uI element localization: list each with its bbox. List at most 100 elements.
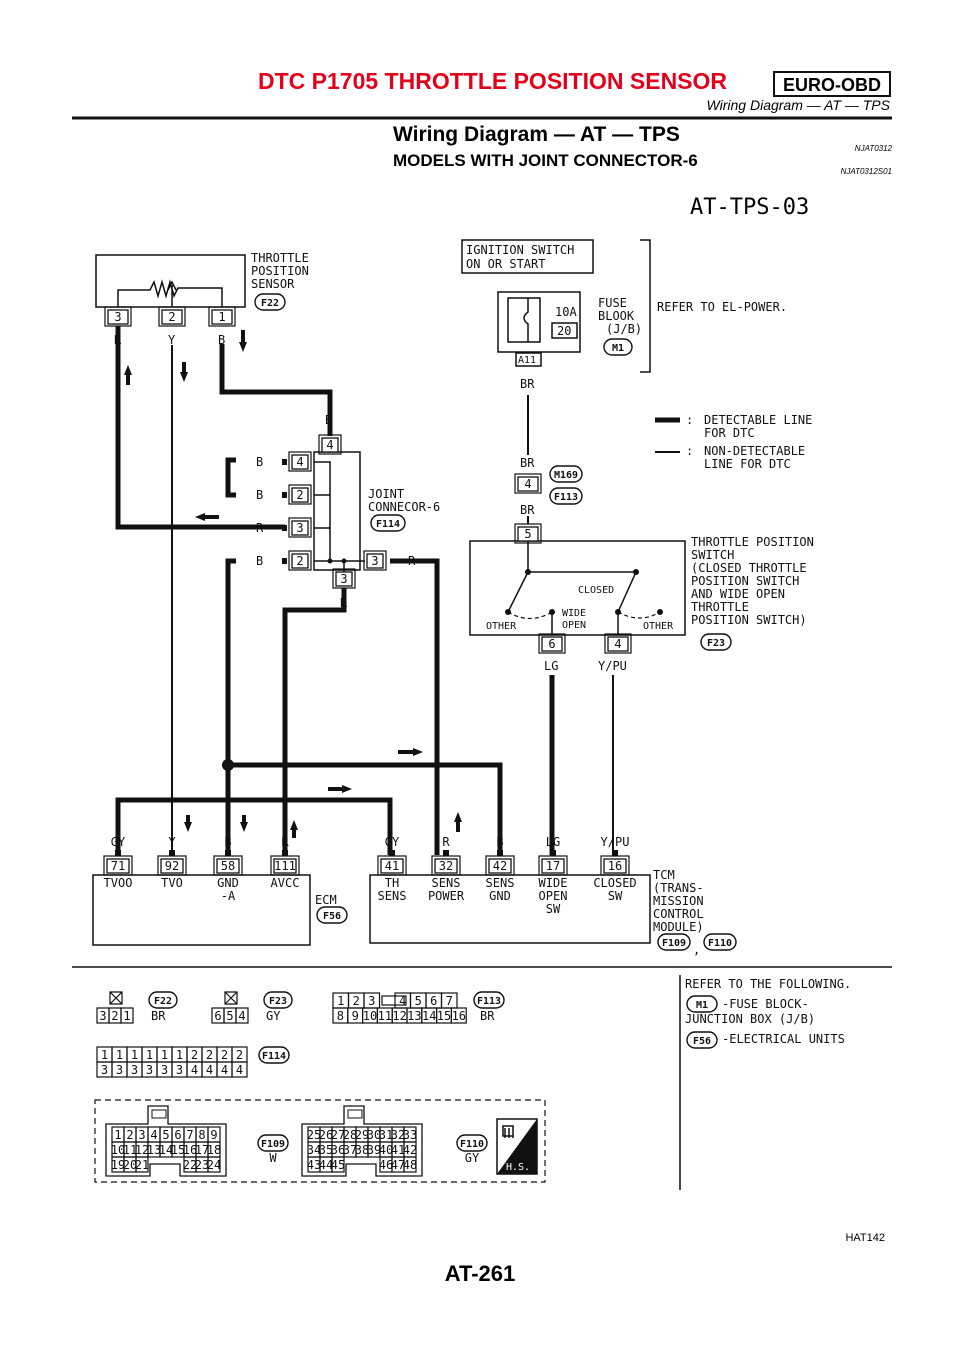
cavity-number: 1 [114,1128,121,1142]
wire-color: Y/PU [601,835,630,849]
pin-stub [282,492,287,498]
pin-number: 32 [439,859,453,873]
connector-id-oval [686,1031,718,1049]
pin-number: 41 [385,859,399,873]
cavity-number: 9 [210,1128,217,1142]
wire-color: LG [546,835,560,849]
cavity-number: 30 [367,1128,381,1142]
fuse-block-box [497,291,581,353]
cavity-number: 8 [198,1128,205,1142]
cavity-number: 1 [123,1009,130,1023]
connector-id-oval [603,338,633,356]
pin-housing [485,855,515,876]
wire-b-sens-gnd [228,762,503,855]
connector-id: F109 [261,1139,285,1150]
cavity-number: 7 [446,994,453,1008]
hs-icon: H.S. [496,1118,538,1175]
badge-box [773,71,891,97]
switch-open-label: OPEN [562,620,586,631]
pin-housing [270,855,300,876]
pin-stub [550,850,556,856]
wire-color: BR [520,377,535,391]
refer-item: -FUSE BLOCK- [722,997,809,1011]
cavity-number: 13 [407,1009,421,1023]
cavity-number: 18 [207,1143,221,1157]
tps-switch-label: AND WIDE OPEN [691,587,785,601]
tcm-label: MISSION [653,894,704,908]
connector-cavity [235,1007,249,1024]
comma: , [693,943,700,957]
pin-housing [157,855,187,876]
wire-color: Y [168,333,176,347]
euro-obd-badge: EURO-OBD [783,75,881,95]
pin-box [321,437,339,453]
cavity-number: 43 [307,1158,321,1172]
cavity-number: 2 [126,1128,133,1142]
pin-housing [104,306,132,327]
cavity-number: 22 [183,1158,197,1172]
cavity-number: 19 [111,1158,125,1172]
pin-number: 16 [608,859,622,873]
fuse-icon [507,297,541,343]
cavity-number: 2 [111,1009,118,1023]
cavity-number: 10 [363,1009,377,1023]
pin-housing [600,855,630,876]
connector-cavity [331,1156,345,1173]
pin-housing [213,855,243,876]
pin-box [366,553,384,569]
pin-number: 42 [493,859,507,873]
pin-housing [208,306,236,327]
refer-title: REFER TO THE FOLLOWING. [685,977,851,991]
pin-number: 111 [274,859,296,873]
pin-number: 3 [296,521,303,535]
terminal-label: SENS [432,876,461,890]
connector-id: F56 [323,911,341,922]
cavity-number: 14 [422,1009,436,1023]
latch [381,995,407,1006]
connector-id-oval [370,514,406,532]
cavity-number: 46 [379,1158,393,1172]
cavity-number: 34 [307,1143,321,1157]
pin-number: 4 [296,455,303,469]
fuse-amp: 10A [555,305,577,319]
cavity-number: 38 [355,1143,369,1157]
pin-stub [497,850,503,856]
cavity-number: 3 [368,994,375,1008]
wire-color: R [281,835,289,849]
cavity-number: 5 [226,1009,233,1023]
connector-id: M1 [696,1000,708,1011]
diagram-id: AT-TPS-03 [690,195,809,220]
cavity-number: 29 [355,1128,369,1142]
cavity-number: 1 [146,1048,153,1062]
legend-label: LINE FOR DTC [704,457,791,471]
ref-code: NJAT0312 [855,144,893,153]
fuse-number: 20 [557,324,571,338]
tps-switch-label: POSITION SWITCH [691,574,799,588]
connector-id-oval [316,906,348,924]
ecm-label: ECM [315,893,337,907]
fuse-label: (J/B) [606,322,642,336]
connector-id: F113 [554,492,578,503]
connector-cavity [450,1007,467,1024]
pin-stub [282,525,287,531]
cavity-number: 3 [99,1009,106,1023]
pin-stub [443,850,449,856]
tps-switch-label: POSITION SWITCH) [691,613,807,627]
cavity-number: 21 [135,1158,149,1172]
pin-housing [288,550,312,571]
tps-sensor-label: SENSOR [251,277,295,291]
cavity-number: 6 [214,1009,221,1023]
connector-id: F114 [262,1051,286,1062]
fuse-number-box [551,322,578,339]
cavity-number: 2 [191,1048,198,1062]
switch-leads [551,612,619,635]
connector-id: F110 [708,938,732,949]
pin-box [380,858,404,874]
cavity-number: 4 [206,1063,213,1077]
cavity-number: 25 [307,1128,321,1142]
cavity-number: 13 [147,1143,161,1157]
pin-housing [514,523,542,544]
fuse-label: BLOOK [598,309,635,323]
connector-id: F23 [707,638,725,649]
tcm-label: (TRANS- [653,881,704,895]
